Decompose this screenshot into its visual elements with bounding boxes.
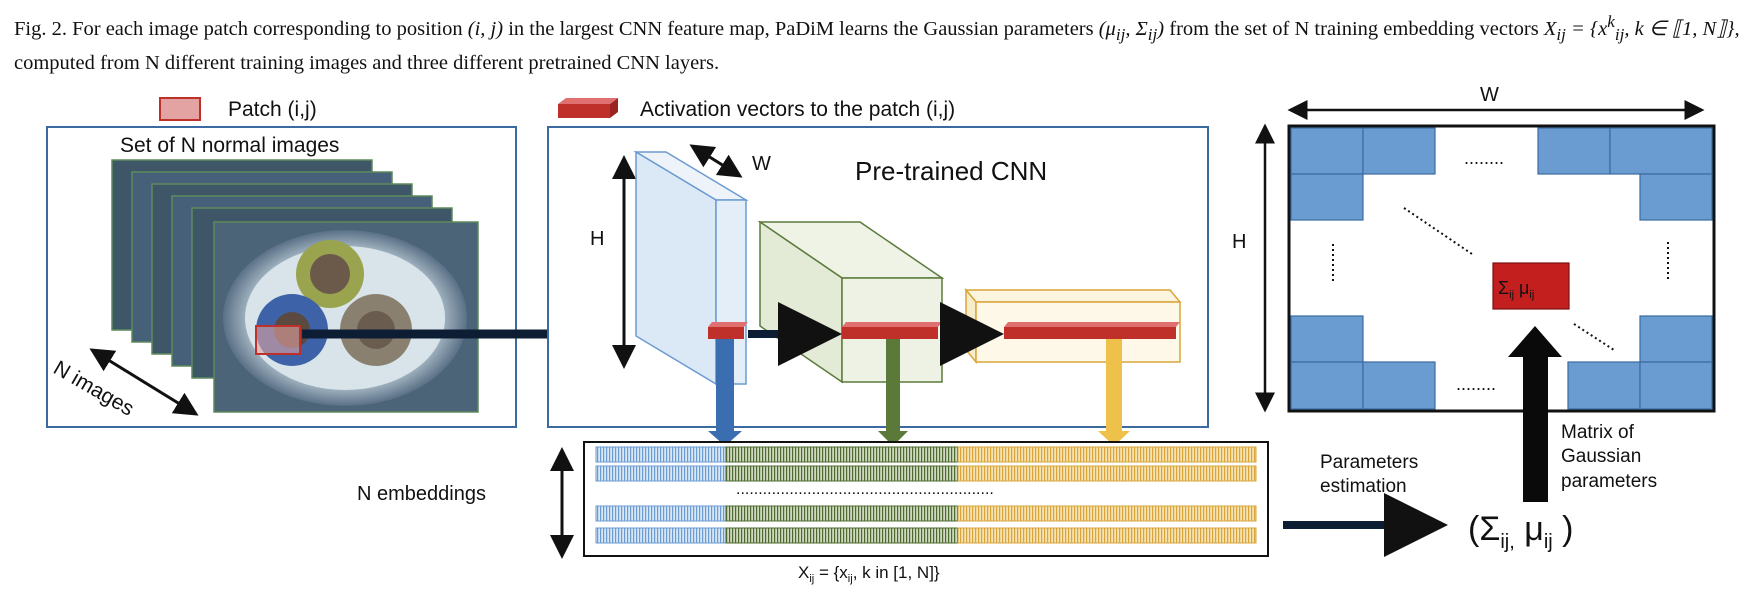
legend-patch-swatch xyxy=(159,97,201,121)
estimation-label-2: estimation xyxy=(1320,476,1407,497)
up-arrow xyxy=(1508,326,1562,502)
embeddings-dots: ........................................… xyxy=(736,481,994,498)
embedding-row xyxy=(595,505,1257,522)
matrix-caption-1: Matrix of xyxy=(1561,422,1635,443)
matrix-dots-diag-1 xyxy=(1403,207,1473,255)
patch-highlight xyxy=(255,325,301,355)
estimation-label-1: Parameters xyxy=(1320,452,1418,473)
caption-text-3: from the set of N training embedding vec… xyxy=(1169,17,1539,40)
matrix-dots-bottom: ........ xyxy=(1456,374,1496,394)
down-arrow-green xyxy=(878,339,908,446)
cnn-w-arrow xyxy=(689,144,743,178)
cnn-panel-title: Pre-trained CNN xyxy=(855,156,1047,186)
caption-fig: Fig. 2. xyxy=(14,17,67,40)
legend-activation-swatch xyxy=(558,98,618,118)
n-images-arrow xyxy=(89,348,199,416)
activation-slab-3 xyxy=(1004,322,1180,339)
embedding-row xyxy=(595,527,1257,544)
legend-activation-label: Activation vectors to the patch (i,j) xyxy=(640,98,955,121)
matrix-caption-2: Gaussian xyxy=(1561,446,1641,467)
matrix-cells xyxy=(1290,127,1713,410)
matrix-patch-cell-label: Σij μij xyxy=(1498,278,1534,301)
caption-text-4: computed from N different training image… xyxy=(14,51,720,74)
activation-slab-1 xyxy=(708,322,748,339)
cnn-w-label: W xyxy=(752,153,771,175)
embeddings-formula: Xij = {xij, k in [1, N]} xyxy=(798,563,940,585)
matrix-patch-cell xyxy=(1492,262,1570,310)
embedding-row xyxy=(595,446,1257,463)
legend-patch-label: Patch (i,j) xyxy=(228,98,317,121)
embedding-row xyxy=(595,465,1257,482)
cnn-layer-1 xyxy=(633,150,749,386)
caption-text-1: For each image patch corresponding to po… xyxy=(72,17,463,40)
matrix-dots-top: ........ xyxy=(1464,148,1504,168)
down-arrow-yellow xyxy=(1098,339,1130,446)
activation-slab-2 xyxy=(842,322,942,339)
matrix-h-label: H xyxy=(1232,231,1246,253)
caption-text-2: in the largest CNN feature map, PaDiM le… xyxy=(508,17,1094,40)
matrix-w-label: W xyxy=(1480,84,1499,106)
n-embeddings-label: N embeddings xyxy=(357,483,486,505)
matrix-caption-3: parameters xyxy=(1561,471,1657,492)
figure-caption: Fig. 2. For each image patch correspondi… xyxy=(14,12,1740,74)
down-arrow-blue xyxy=(708,339,742,446)
cnn-h-label: H xyxy=(590,228,604,250)
images-panel-title: Set of N normal images xyxy=(120,134,339,157)
estimation-result: (Σij, μij ) xyxy=(1468,510,1574,553)
